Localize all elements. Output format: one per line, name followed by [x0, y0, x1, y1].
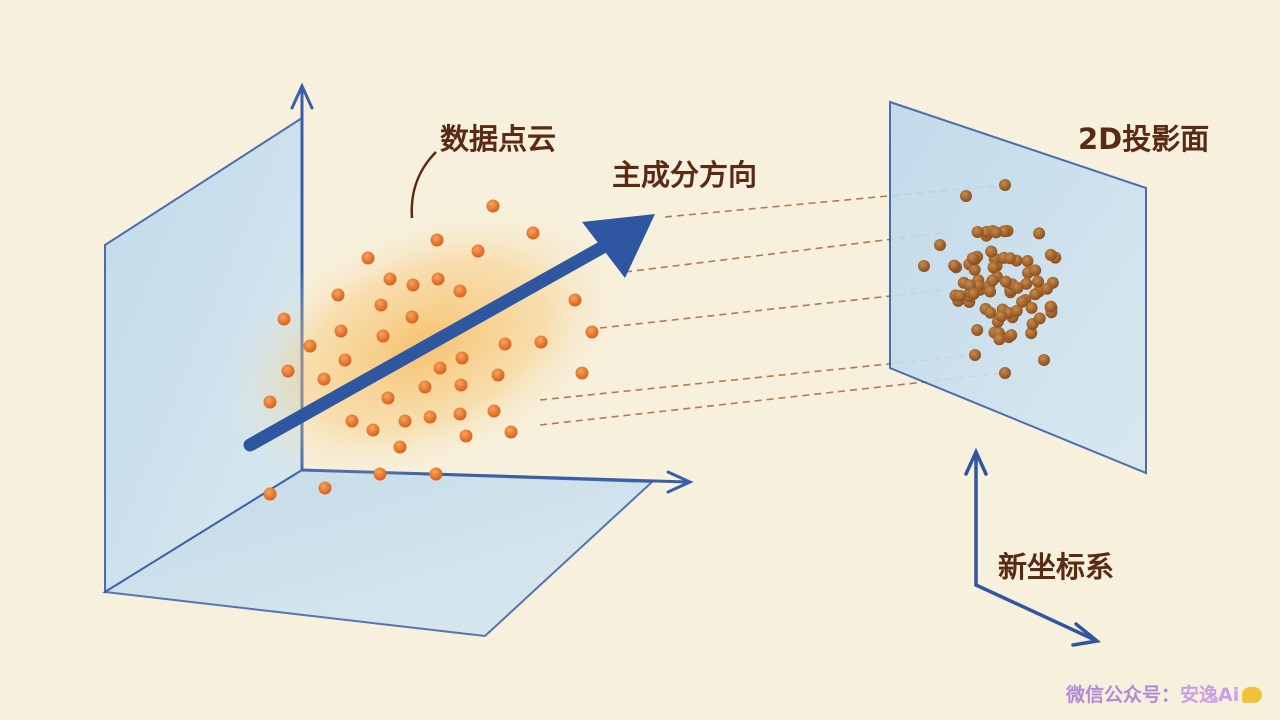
data-point [277, 312, 291, 326]
data-point [486, 199, 500, 213]
data-point [459, 429, 473, 443]
projected-point [918, 260, 930, 272]
projected-point [1033, 227, 1046, 240]
projected-point [984, 306, 997, 319]
watermark-prefix: 微信公众号： [1066, 684, 1181, 706]
watermark-brand: 安逸Ai [1180, 684, 1240, 706]
projected-point [989, 226, 1002, 239]
watermark: 微信公众号：安逸Ai [1066, 680, 1263, 707]
data-point [406, 278, 420, 292]
projected-point [971, 324, 984, 336]
projected-point [948, 259, 961, 272]
data-point [585, 325, 599, 339]
projected-point [993, 333, 1006, 346]
projected-points [918, 179, 1062, 379]
projected-point [968, 263, 981, 276]
projected-point [999, 275, 1012, 288]
data-point [471, 244, 485, 258]
principal-component-arrow [243, 214, 655, 452]
data-point [429, 467, 443, 481]
data-cloud-label: 数据点云 [440, 122, 557, 156]
data-point [331, 288, 345, 302]
data-point [487, 404, 501, 418]
projected-point [986, 274, 999, 287]
data-point [455, 351, 469, 365]
projected-point [960, 190, 972, 202]
data-point [281, 364, 295, 378]
new-coordinate-axes [964, 447, 1102, 647]
projected-point [985, 245, 998, 258]
data-point [361, 251, 375, 265]
projected-point [1041, 282, 1053, 295]
data-points [263, 199, 599, 501]
data-point [374, 298, 388, 312]
data-point [454, 378, 468, 392]
data-point [303, 339, 317, 353]
data-point [418, 380, 432, 394]
projected-point [999, 179, 1011, 191]
projected-point [971, 226, 984, 238]
data-point [568, 293, 582, 307]
data-point [345, 414, 359, 428]
projected-point [987, 261, 1000, 274]
data-point [334, 324, 348, 338]
data-point [376, 329, 390, 343]
data-point [398, 414, 412, 428]
data-point [453, 284, 467, 298]
data-point [534, 335, 548, 349]
projected-point [969, 349, 981, 361]
projected-point [1010, 304, 1023, 317]
data-point [373, 467, 387, 481]
data-point [381, 391, 395, 405]
data-point [423, 410, 437, 424]
data-point [338, 353, 352, 367]
data-point [318, 481, 332, 495]
projected-point [966, 252, 979, 265]
projected-point [1044, 248, 1057, 261]
data-point [393, 440, 407, 454]
projected-point [1029, 264, 1042, 277]
projected-point [934, 239, 946, 251]
data-point [405, 310, 419, 324]
data-point [383, 272, 397, 286]
projected-point [1021, 255, 1034, 267]
projected-point [1029, 288, 1042, 301]
projected-point [1032, 275, 1044, 288]
data-point [263, 487, 277, 501]
projected-point [1011, 281, 1024, 294]
projected-point [1005, 329, 1018, 342]
projected-point [999, 367, 1011, 379]
projected-point [1044, 300, 1057, 313]
data-point [453, 407, 467, 421]
projected-point [1038, 354, 1050, 366]
data-point [498, 337, 512, 351]
cloud-callout-line [410, 151, 437, 219]
data-point [366, 423, 380, 437]
data-point [430, 233, 444, 247]
data-point [504, 425, 518, 439]
projected-point [1025, 327, 1038, 340]
data-point [431, 272, 445, 286]
data-point [491, 368, 505, 382]
projected-point [1033, 312, 1046, 325]
projected-point [967, 287, 980, 300]
data-point [575, 366, 589, 380]
projected-point [1025, 301, 1038, 314]
data-point [317, 372, 331, 386]
new-coordinate-system-label: 新坐标系 [998, 550, 1115, 584]
data-point [263, 395, 277, 409]
projected-point [1004, 252, 1017, 265]
data-point [526, 226, 540, 240]
projected-point [1016, 295, 1029, 308]
principal-direction-label: 主成分方向 [612, 158, 758, 192]
projected-point [995, 310, 1008, 323]
projection-plane-label: 2D投影面 [1078, 122, 1210, 156]
projected-point [984, 285, 997, 298]
mascot-icon [1242, 687, 1263, 703]
projected-point [953, 289, 966, 302]
data-point [433, 361, 447, 375]
projected-point [1020, 277, 1033, 290]
